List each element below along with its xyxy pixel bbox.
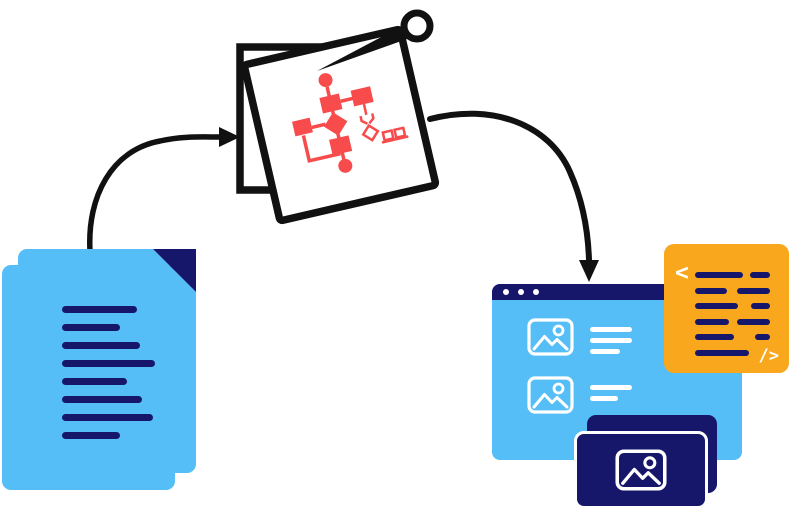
text-line [62, 414, 153, 421]
browser-content-row [527, 376, 632, 414]
text-line [62, 396, 142, 403]
code-segment [695, 334, 734, 340]
image-placeholder-icon [527, 318, 574, 356]
code-line-row [695, 272, 770, 278]
code-segment [737, 318, 770, 325]
code-block-panel: < /> [664, 244, 789, 373]
flowchart-pinned-note-icon [236, 9, 440, 225]
text-line [62, 432, 120, 439]
code-segment [695, 287, 727, 294]
image-placeholder-icon [615, 449, 667, 491]
code-lines [695, 272, 770, 356]
text-line [62, 360, 155, 367]
text-line [62, 342, 140, 349]
code-segment [750, 272, 770, 278]
text-line [590, 338, 632, 343]
text-line [590, 327, 632, 332]
code-segment [755, 334, 770, 340]
browser-text-lines [590, 327, 632, 354]
code-line-row [695, 303, 770, 309]
window-dot-icon [503, 289, 509, 295]
curved-arrow-left [87, 127, 240, 254]
text-line [590, 396, 618, 401]
document-text-lines [62, 306, 155, 439]
text-line [590, 385, 632, 390]
code-line-row [695, 287, 770, 294]
close-bracket-icon: /> [758, 346, 779, 366]
code-segment [695, 318, 729, 325]
browser-text-lines [590, 385, 632, 401]
pin-icon [317, 9, 434, 71]
window-dot-icon [533, 289, 539, 295]
photo-card-front [574, 431, 708, 509]
code-segment [751, 303, 770, 309]
curved-arrow-right [427, 110, 599, 282]
red-flowchart-diagram [292, 73, 409, 173]
code-segment [695, 272, 743, 278]
code-line-row [695, 318, 770, 325]
text-line [62, 378, 127, 385]
text-line [62, 324, 120, 331]
text-line [590, 349, 620, 354]
window-dot-icon [518, 289, 524, 295]
code-line-row [695, 334, 770, 340]
text-line [62, 306, 137, 313]
code-segment [695, 349, 749, 356]
image-placeholder-icon [527, 376, 574, 414]
browser-content-row [527, 318, 632, 356]
code-segment [737, 287, 770, 294]
open-bracket-icon: < [675, 260, 689, 286]
code-segment [695, 303, 738, 309]
code-line-row [695, 349, 770, 356]
